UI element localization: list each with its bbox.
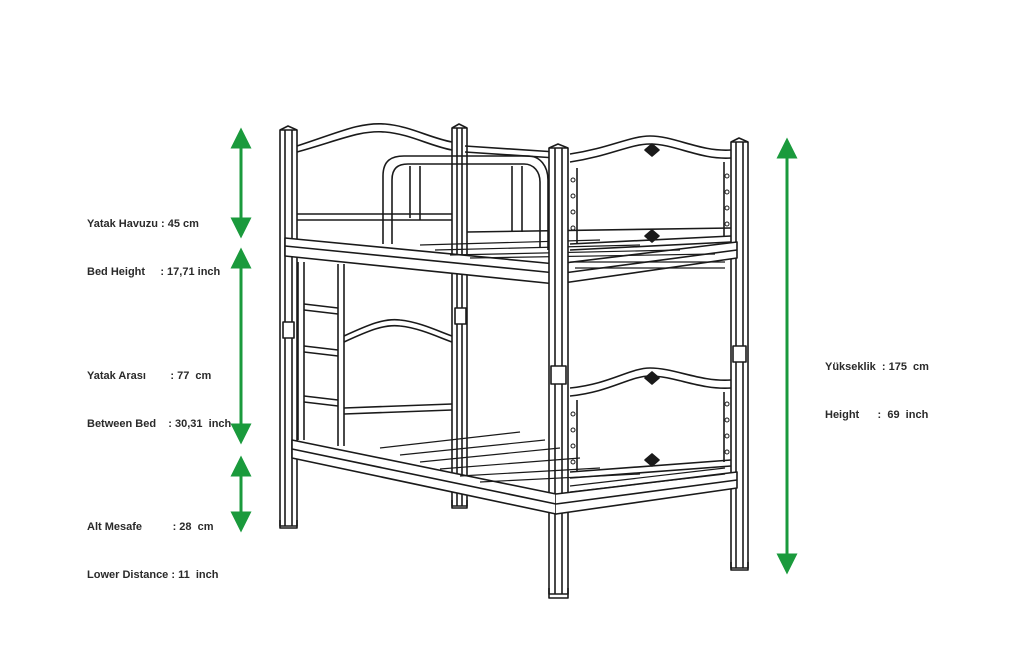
between-bed-label-tr: Yatak Arası : 77 cm	[87, 370, 212, 382]
height-label-en: Height : 69 inch	[825, 409, 929, 421]
upper-front-headboard	[569, 135, 732, 251]
bed-height-label-en: Bed Height : 17,71 inch	[87, 266, 221, 278]
lower-front-headboard	[569, 367, 732, 479]
lower-distance-label: Alt Mesafe : 28 cm Lower Distance : 11 i…	[87, 487, 218, 599]
upper-deck-frame	[284, 227, 738, 285]
between-bed-label-en: Between Bed : 30,31 inch	[87, 418, 232, 430]
bed-height-label: Yatak Havuzu : 45 cm Bed Height : 17,71 …	[87, 184, 220, 296]
bed-height-label-tr: Yatak Havuzu : 45 cm	[87, 218, 199, 230]
connector-brackets	[282, 307, 747, 363]
upper-guard-rail	[382, 145, 557, 250]
height-label: Yükseklik : 175 cm Height : 69 inch	[825, 327, 929, 439]
lower-deck-frame	[291, 431, 738, 515]
bunk-bed-drawing	[279, 122, 749, 599]
ladder	[297, 262, 345, 446]
between-bed-label: Yatak Arası : 77 cm Between Bed : 30,31 …	[87, 336, 231, 448]
height-label-tr: Yükseklik : 175 cm	[825, 361, 929, 373]
lower-distance-label-tr: Alt Mesafe : 28 cm	[87, 521, 214, 533]
foot-caps	[279, 500, 749, 599]
dimension-arrows	[230, 127, 798, 575]
lower-distance-label-en: Lower Distance : 11 inch	[87, 569, 219, 581]
lower-back-headboard	[343, 318, 453, 415]
upper-back-headboard	[296, 122, 453, 221]
post-front-left	[548, 143, 569, 595]
